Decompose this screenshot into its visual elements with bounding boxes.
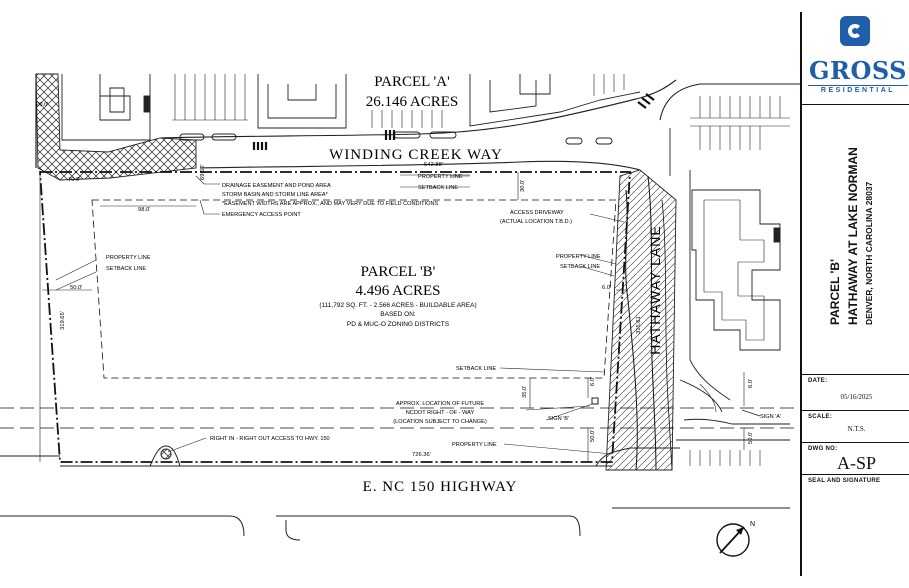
parcel-a-site [35, 73, 677, 181]
brand-logo: GROSS RESIDENTIAL [802, 12, 909, 102]
scale-row: SCALE: N.T.S. [802, 410, 909, 443]
label-right-setback-line: SETBACK LINE [560, 264, 600, 270]
parcel-a-name: PARCEL 'A' [374, 74, 450, 90]
dim-30: 30.0' [520, 180, 526, 192]
parcel-b-detail: (111,792 SQ. FT. - 2.566 ACRES - BUILDAB… [319, 302, 476, 309]
scale-label: SCALE: [808, 414, 833, 420]
dim-35: 35.0' [522, 386, 528, 398]
dwg-row: DWG NO: A-SP [802, 442, 909, 475]
dimension-lines [39, 172, 745, 462]
label-emergency: EMERGENCY ACCESS POINT [222, 212, 301, 218]
brand-name: GROSS [809, 56, 907, 85]
project-title: PARCEL 'B' HATHAWAY AT LAKE NORMAN DENVE… [802, 104, 909, 375]
dim-50-bottom: 50.0' [590, 430, 596, 442]
dwg-value: A-SP [836, 453, 876, 473]
label-property-line-top: PROPERTY LINE [418, 174, 463, 180]
dwg-label: DWG NO: [808, 446, 838, 452]
label-future-row-2: NCDOT RIGHT - OF - WAY [406, 410, 475, 416]
dim-6-bottom: 6.0' [590, 377, 596, 386]
seal-row: SEAL AND SIGNATURE [802, 474, 909, 577]
dim-642: 642.88' [424, 162, 443, 168]
dim-726: 726.36' [412, 452, 431, 458]
label-access-driveway: ACCESS DRIVEWAY [510, 210, 564, 216]
scale-value: N.T.S. [847, 425, 866, 433]
brand-mark-icon [840, 16, 870, 46]
parcel-b-based-on: BASED ON: [380, 311, 416, 318]
leader-lines [55, 174, 625, 455]
date-value: 05/16/2025 [840, 393, 873, 401]
street-winding-creek: WINDING CREEK WAY [329, 147, 503, 163]
label-bottom-property-line: PROPERTY LINE [452, 442, 497, 448]
site-plan: PARCEL 'A' 26.146 ACRES WINDING CREEK WA… [0, 73, 800, 557]
label-right-in: RIGHT IN - RIGHT OUT ACCESS TO HWY. 150 [210, 436, 330, 442]
date-label: DATE: [808, 378, 828, 384]
label-sign-b: SIGN 'B' [548, 416, 569, 422]
street-highway: E. NC 150 HIGHWAY [363, 479, 518, 495]
project-line-3: DENVER, NORTH CAROLINA 28037 [864, 181, 874, 325]
dim-east: 315.61' [636, 315, 642, 334]
hathaway-site [659, 83, 800, 466]
project-line-2: HATHAWAY AT LAKE NORMAN [846, 147, 860, 325]
dim-20: 20.0' [36, 102, 48, 108]
label-drainage-2: STORM BASIN AND STORM LINE AREA* [222, 192, 329, 198]
dim-west: 319.65' [60, 311, 66, 330]
label-future-row-1: APPROX. LOCATION OF FUTURE [396, 401, 484, 407]
label-left-property-line: PROPERTY LINE [106, 255, 151, 261]
parcel-b-zoning: PD & MUC-O ZONING DISTRICTS [347, 321, 450, 328]
label-access-driveway-note: (ACTUAL LOCATION T.B.D.) [500, 219, 572, 225]
label-future-row-3: (LOCATION SUBJECT TO CHANGE) [393, 419, 487, 425]
brand-sub: RESIDENTIAL [808, 85, 908, 94]
parcel-b-boundary [0, 171, 800, 463]
label-setback-line-top: SETBACK LINE [418, 185, 458, 191]
drainage-easement-area [35, 73, 197, 181]
parcel-a-acres: 26.146 ACRES [366, 94, 459, 110]
label-bottom-setback-line: SETBACK LINE [456, 366, 496, 372]
dim-50-right: 50.0' [748, 432, 754, 444]
date-row: DATE: 05/16/2025 [802, 374, 909, 411]
parcel-b-acres: 4.496 ACRES [355, 283, 440, 299]
dim-6: 6.0' [602, 285, 611, 291]
highway [0, 397, 790, 541]
label-easement-note: *EASEMENT WIDTHS ARE APPROX., AND MAY VE… [222, 201, 439, 207]
dim-6-right: 6.0' [748, 379, 754, 388]
seal-label: SEAL AND SIGNATURE [808, 478, 881, 484]
label-left-setback-line: SETBACK LINE [106, 266, 146, 272]
dim-70: 70.0' [68, 177, 80, 183]
dim-98: 98.0' [138, 207, 150, 213]
property-line-b [39, 171, 631, 463]
project-line-1: PARCEL 'B' [828, 259, 842, 325]
label-drainage-1: DRAINAGE EASEMENT AND POND AREA [222, 183, 331, 189]
north-arrow-label: N [750, 521, 755, 528]
label-right-property-line: PROPERTY LINE [556, 254, 601, 260]
label-sign-a: SIGN 'A' [760, 414, 781, 420]
setback-line-b [91, 199, 617, 379]
dim-50-left: 50.0' [70, 285, 82, 291]
north-arrow: N [716, 521, 755, 557]
title-block: GROSS RESIDENTIAL PARCEL 'B' HATHAWAY AT… [800, 12, 909, 576]
parcel-b-name: PARCEL 'B' [361, 264, 436, 280]
hathaway-lane [605, 169, 677, 471]
dim-top-left: 69.50' [200, 164, 206, 180]
street-hathaway: HATHAWAY LANE [647, 225, 663, 354]
